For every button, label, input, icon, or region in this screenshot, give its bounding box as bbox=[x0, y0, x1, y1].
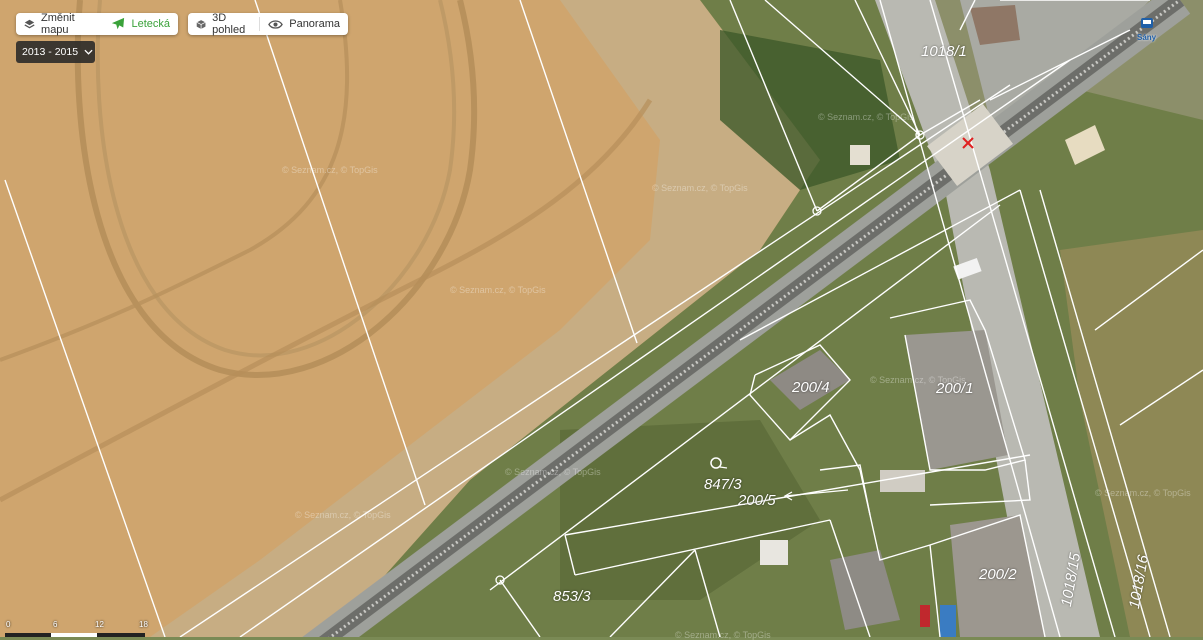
watermark: © Seznam.cz, © TopGis bbox=[870, 375, 966, 385]
toolbar-divider bbox=[259, 17, 261, 31]
car bbox=[920, 605, 930, 627]
building bbox=[970, 5, 1020, 45]
panorama-button[interactable]: Panorama bbox=[260, 13, 348, 35]
building bbox=[1065, 125, 1105, 165]
boundary-point bbox=[495, 575, 505, 585]
watermark: © Seznam.cz, © TopGis bbox=[295, 510, 391, 520]
parcel-label: 200/5 bbox=[738, 492, 776, 509]
map-scale: 0 6 12 18 bbox=[5, 620, 155, 637]
field-track bbox=[0, 98, 653, 503]
airplane-icon bbox=[112, 17, 125, 30]
parcel-label: 847/3 bbox=[704, 476, 742, 493]
scale-tick-label: 6 bbox=[53, 620, 58, 629]
building bbox=[905, 330, 1008, 470]
imagery-year-select[interactable]: 2013 - 2015 bbox=[16, 41, 95, 63]
aerial-map-label: Letecká bbox=[131, 18, 170, 30]
map-type-toolbar: Změnit mapu Letecká bbox=[16, 12, 178, 36]
3d-view-label: 3D pohled bbox=[212, 12, 246, 36]
building bbox=[850, 145, 870, 165]
poi-sany[interactable]: Sány bbox=[1137, 15, 1156, 42]
3d-view-button[interactable]: 3D pohled bbox=[188, 12, 259, 36]
boundary-point bbox=[710, 457, 722, 469]
field-track bbox=[74, 0, 478, 378]
parcel-label: 200/2 bbox=[979, 566, 1017, 583]
watermark: © Seznam.cz, © TopGis bbox=[675, 630, 771, 640]
watermark: © Seznam.cz, © TopGis bbox=[450, 285, 546, 295]
watermark: © Seznam.cz, © TopGis bbox=[1095, 488, 1191, 498]
scale-bar-segment bbox=[51, 633, 97, 637]
railway-sleepers bbox=[328, 0, 1181, 637]
building bbox=[770, 350, 850, 410]
boundary-point bbox=[812, 206, 822, 216]
scale-tick-label: 12 bbox=[95, 620, 104, 629]
railway-crossing-icon bbox=[962, 137, 974, 149]
change-map-label: Změnit mapu bbox=[41, 12, 75, 36]
building bbox=[950, 515, 1045, 637]
car bbox=[940, 605, 956, 637]
right-field bbox=[1060, 230, 1203, 637]
cube-icon bbox=[196, 19, 206, 29]
field-track bbox=[95, 0, 457, 358]
eye-icon bbox=[268, 19, 284, 29]
poi-label: Sány bbox=[1137, 33, 1157, 42]
car bbox=[953, 257, 982, 280]
garden-area bbox=[560, 420, 820, 600]
parcel-label: 1018/1 bbox=[921, 43, 967, 60]
watermark: © Seznam.cz, © TopGis bbox=[282, 165, 378, 175]
panorama-label: Panorama bbox=[289, 18, 340, 30]
layers-icon bbox=[24, 19, 35, 28]
watermark: © Seznam.cz, © TopGis bbox=[818, 112, 914, 122]
scale-tick-label: 18 bbox=[139, 620, 148, 629]
parcel-label: 853/3 bbox=[553, 588, 591, 605]
boundary-point bbox=[915, 130, 925, 140]
building bbox=[760, 540, 788, 565]
parcel-label: 200/1 bbox=[936, 380, 974, 397]
view-toolbar: 3D pohled Panorama bbox=[188, 12, 348, 36]
scale-tick-label: 0 bbox=[6, 620, 11, 629]
watermark: © Seznam.cz, © TopGis bbox=[652, 183, 748, 193]
watermark: © Seznam.cz, © TopGis bbox=[505, 467, 601, 477]
building bbox=[880, 470, 925, 492]
parcel-arrow bbox=[784, 489, 849, 497]
change-map-button[interactable]: Změnit mapu bbox=[16, 12, 103, 36]
road bbox=[875, 0, 1100, 637]
parcel-label: 200/4 bbox=[792, 379, 830, 396]
train-station-icon bbox=[1140, 18, 1153, 28]
field-track bbox=[0, 0, 350, 362]
chevron-down-icon bbox=[84, 49, 93, 55]
aerial-map-button[interactable]: Letecká bbox=[103, 13, 178, 35]
year-select-value: 2013 - 2015 bbox=[22, 46, 79, 58]
